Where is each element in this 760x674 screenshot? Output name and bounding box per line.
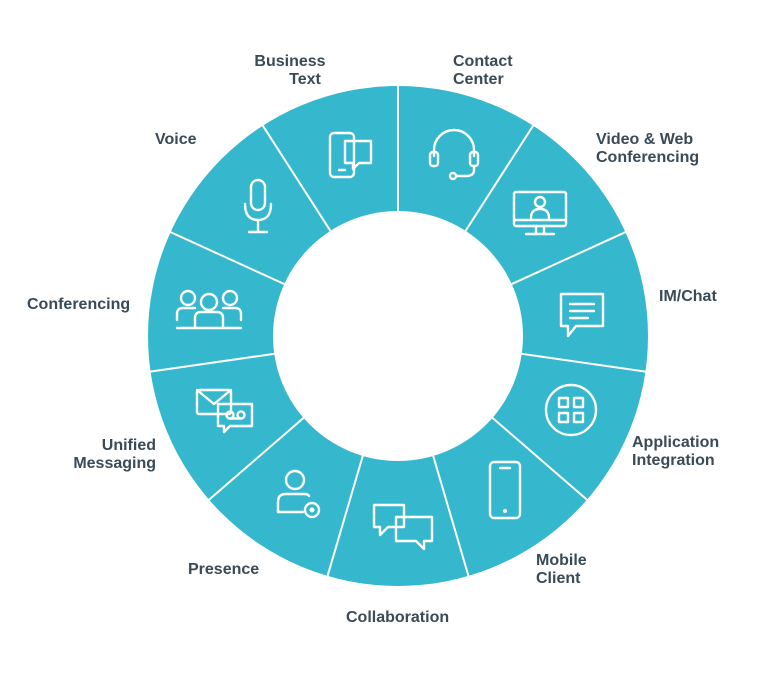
label-voice-line1: Voice <box>155 131 197 148</box>
mobile-phone-icon <box>488 460 522 520</box>
label-application-integration-line2: Integration <box>632 452 715 469</box>
label-unified-messaging: Unified Messaging <box>50 437 156 473</box>
label-conferencing-line1: Conferencing <box>27 296 131 313</box>
headset-icon <box>428 128 480 181</box>
segment-divider <box>326 450 366 579</box>
segment-divider <box>462 123 536 236</box>
label-video-web-conferencing-line2: Conferencing <box>596 149 700 166</box>
chat-bubble-icon <box>559 292 605 338</box>
label-voice: Voice <box>155 131 197 149</box>
business-text-icon <box>328 131 373 179</box>
segment-divider <box>206 413 308 502</box>
app-grid-icon <box>544 383 598 437</box>
label-presence-line1: Presence <box>188 561 260 578</box>
label-conferencing: Conferencing <box>27 296 130 314</box>
segment-divider <box>148 352 280 373</box>
label-video-web-conferencing-line1: Video & Web <box>596 131 694 148</box>
microphone-icon <box>243 178 273 234</box>
label-mobile-client-line2: Client <box>536 570 581 587</box>
group-people-icon <box>175 289 243 330</box>
label-presence: Presence <box>188 561 259 579</box>
monitor-presenter-icon <box>512 190 568 236</box>
label-contact-center-line1: Contact <box>453 53 513 70</box>
label-im-chat-line1: IM/Chat <box>659 288 717 305</box>
ring-center-hole <box>273 211 523 461</box>
segment-divider <box>260 123 334 236</box>
segment-divider <box>516 352 648 373</box>
label-collaboration-line1: Collaboration <box>346 609 450 626</box>
label-application-integration: Application Integration <box>632 434 719 470</box>
label-application-integration-line1: Application <box>632 434 720 451</box>
segment-divider <box>430 450 470 579</box>
segment-divider <box>506 230 628 288</box>
label-business-text-line1: Business <box>254 53 326 70</box>
label-contact-center-line2: Center <box>453 71 504 88</box>
label-contact-center: Contact Center <box>453 53 513 89</box>
segment-divider <box>168 230 290 288</box>
collaboration-bubbles-icon <box>372 503 434 551</box>
label-mobile-client: Mobile Client <box>536 552 587 588</box>
label-mobile-client-line1: Mobile <box>536 552 587 569</box>
label-business-text-line2: Text <box>289 71 321 88</box>
label-unified-messaging-line2: Messaging <box>73 455 156 472</box>
segment-divider <box>488 413 590 502</box>
label-collaboration: Collaboration <box>346 609 449 627</box>
label-business-text: Business Text <box>238 53 342 89</box>
label-im-chat: IM/Chat <box>659 288 717 306</box>
presence-user-icon <box>276 469 321 519</box>
label-video-web-conferencing: Video & Web Conferencing <box>596 131 699 167</box>
envelope-voicemail-icon <box>195 388 254 434</box>
label-unified-messaging-line1: Unified <box>101 437 156 454</box>
